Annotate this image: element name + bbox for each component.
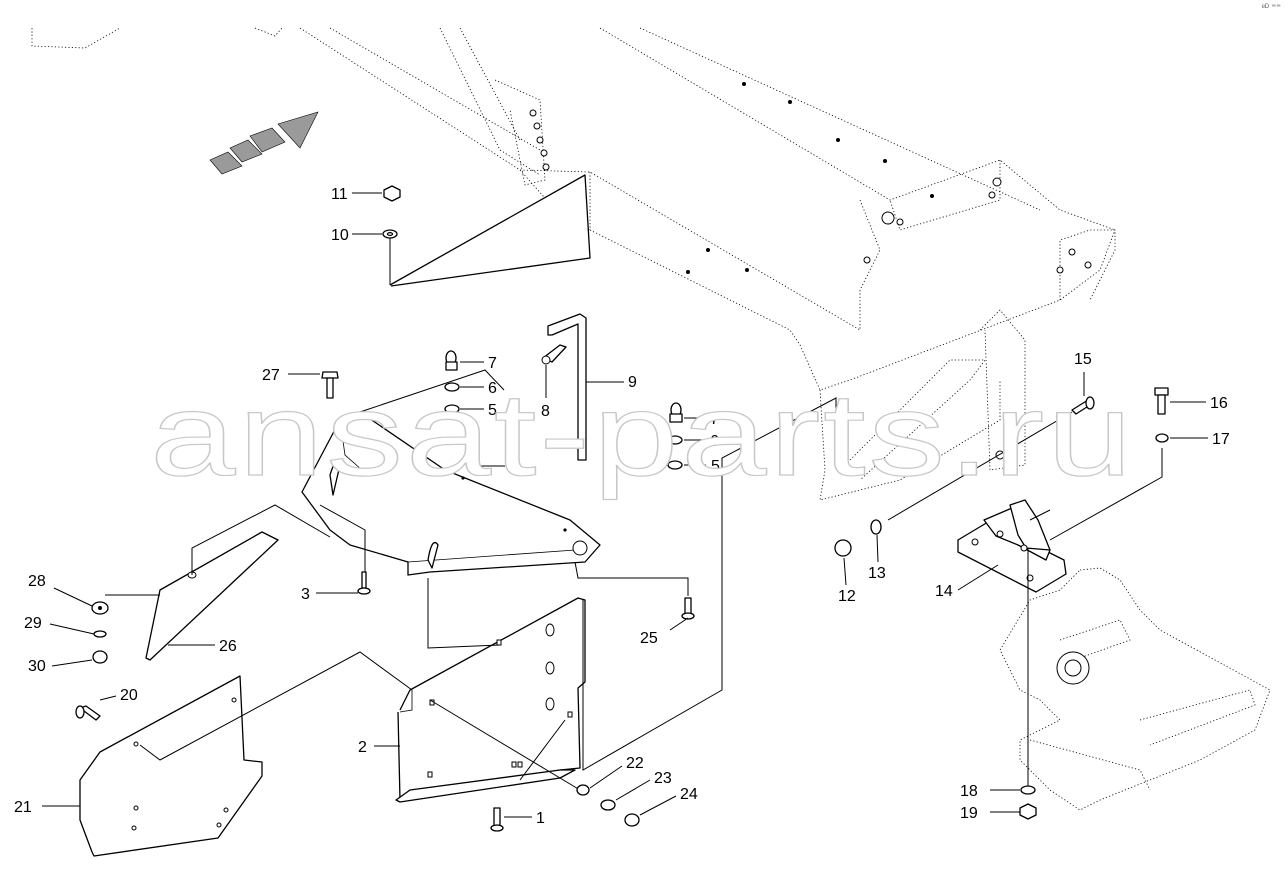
bracket-26 (145, 504, 331, 661)
callout-26: 26 (219, 638, 237, 655)
callout-27: 27 (262, 367, 280, 384)
callout-18: 18 (960, 783, 978, 800)
callout-6-b: 6 (710, 433, 719, 450)
watermark: ansat-parts.ru (150, 369, 1135, 501)
callout-4: 4 (509, 459, 518, 476)
leader-lines (42, 192, 1208, 818)
callout-1: 1 (536, 810, 545, 827)
callout-16: 16 (1210, 395, 1228, 412)
callout-8: 8 (541, 403, 550, 420)
callout-7: 7 (488, 355, 497, 372)
callout-17: 17 (1212, 431, 1230, 448)
callout-labels: 11 10 27 7 6 5 8 9 4 7 6 5 3 25 2 1 21 2… (14, 186, 1230, 827)
callout-21: 21 (14, 799, 32, 816)
upper-shield-plate (389, 174, 591, 287)
callout-20: 20 (120, 687, 138, 704)
callout-25: 25 (640, 630, 658, 647)
support-bracket-14 (887, 411, 1163, 790)
machine-frame (31, 27, 1271, 811)
frame-holes (529, 82, 1092, 685)
callout-6: 6 (488, 380, 497, 397)
side-panel-2 (395, 597, 586, 803)
callout-5-b: 5 (711, 458, 720, 475)
shield-plate-4 (301, 369, 601, 576)
callout-24: 24 (680, 786, 698, 803)
callout-28: 28 (28, 573, 46, 590)
callout-22: 22 (626, 755, 644, 772)
callout-7-b: 7 (710, 411, 719, 428)
callout-19: 19 (960, 805, 978, 822)
callout-5: 5 (488, 402, 497, 419)
callout-14: 14 (935, 583, 953, 600)
callout-3: 3 (301, 586, 310, 603)
corner-mark: ᵉᴰ ⁼⁼ (1261, 2, 1281, 12)
callout-15: 15 (1074, 351, 1092, 368)
plate-21 (79, 651, 413, 857)
callout-23: 23 (654, 770, 672, 787)
callout-29: 29 (24, 615, 42, 632)
callout-30: 30 (28, 658, 46, 675)
callout-10: 10 (331, 227, 349, 244)
callout-2: 2 (358, 739, 367, 756)
hardware (75, 185, 1169, 832)
callout-11: 11 (331, 186, 348, 203)
direction-arrow-icon (209, 111, 319, 175)
pin-9 (547, 313, 587, 461)
callout-12: 12 (838, 588, 856, 605)
callout-9: 9 (628, 374, 637, 391)
lynch-pin-8 (541, 344, 567, 365)
callout-13: 13 (868, 565, 886, 582)
